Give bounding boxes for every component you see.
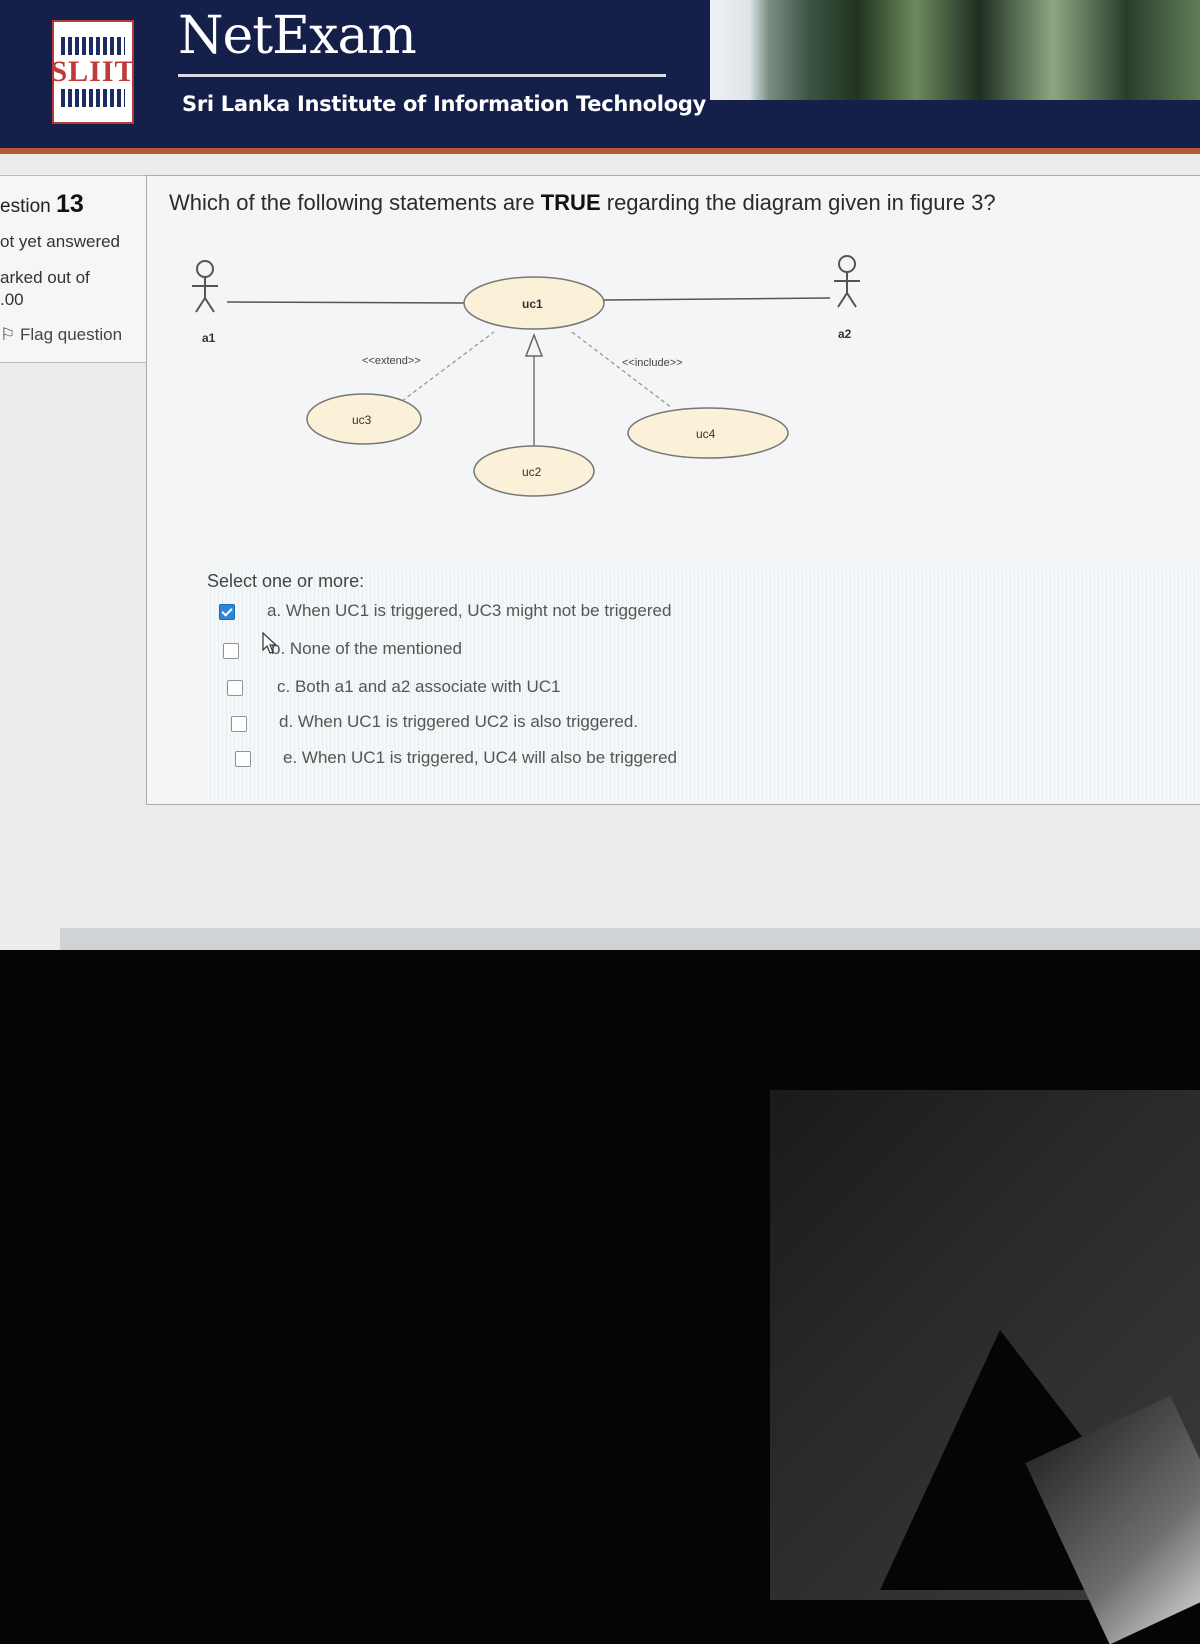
actor-a2-icon (834, 255, 860, 308)
app-name: NetExam (178, 6, 417, 66)
question-text-pre: Which of the following statements are (169, 190, 541, 215)
answer-area: Select one or more: a. When UC1 is trigg… (207, 571, 1200, 804)
option-b-label[interactable]: b. None of the mentioned (271, 639, 462, 658)
question-info-panel: estion 13 ot yet answered arked out of .… (0, 175, 153, 363)
extend-label: <<extend>> (362, 355, 421, 367)
flag-question-label: Flag question (19, 325, 123, 344)
usecase-uc3-label: uc3 (352, 413, 372, 427)
site-header: SLIIT NetExam Sri Lanka Institute of Inf… (0, 0, 1200, 148)
usecase-uc1-label: uc1 (522, 297, 543, 311)
option-e-label[interactable]: e. When UC1 is triggered, UC4 will also … (283, 748, 678, 767)
option-e-checkbox[interactable] (235, 751, 251, 767)
question-text-post: regarding the diagram given in figure 3? (600, 190, 996, 215)
usecase-uc4 (627, 407, 789, 459)
actor-a2-label: a2 (838, 327, 852, 341)
marked-out-of-label: arked out of (0, 268, 90, 287)
header-banner-image (710, 0, 1200, 100)
answer-status: ot yet answered (0, 232, 121, 251)
institute-name: Sri Lanka Institute of Information Techn… (182, 92, 706, 116)
monitor-screen: SLIIT NetExam Sri Lanka Institute of Inf… (0, 0, 1200, 950)
actor-a1-icon (192, 260, 218, 313)
mouse-cursor-icon (262, 632, 278, 654)
flag-icon: ⚐ (0, 325, 16, 344)
usecase-uc1 (463, 276, 605, 330)
logo-grid-icon (61, 37, 125, 55)
flag-question-link[interactable]: ⚐ Flag question (0, 325, 122, 345)
option-d-checkbox[interactable] (231, 716, 247, 732)
usecase-uc2 (473, 445, 595, 497)
option-c-label[interactable]: c. Both a1 and a2 associate with UC1 (277, 677, 561, 696)
question-number: 13 (55, 190, 84, 218)
sliit-logo: SLIIT (50, 20, 136, 124)
logo-grid-icon-bottom (61, 89, 125, 107)
usecase-uc3 (306, 393, 422, 445)
logo-text: SLIIT (50, 55, 136, 88)
question-text: Which of the following statements are TR… (169, 190, 996, 216)
question-label: estion 13 (0, 190, 84, 219)
usecase-uc4-label: uc4 (696, 427, 716, 441)
brand-divider (178, 74, 666, 77)
select-instruction: Select one or more: (207, 571, 365, 591)
option-b-checkbox[interactable] (223, 643, 239, 659)
include-line (571, 331, 673, 409)
question-text-emph: TRUE (540, 190, 601, 215)
association-uc1-a2 (603, 297, 831, 301)
option-a-checkbox[interactable] (219, 604, 235, 620)
option-c-checkbox[interactable] (227, 680, 243, 696)
header-accent-bar (0, 148, 1200, 154)
association-a1-uc1 (226, 301, 465, 304)
usecase-uc2-label: uc2 (522, 465, 542, 479)
generalization-arrowhead (524, 332, 544, 357)
screen-bottom-edge (60, 928, 1200, 950)
include-label: <<include>> (622, 357, 683, 369)
option-a-label[interactable]: a. When UC1 is triggered, UC3 might not … (267, 601, 672, 620)
extend-line (401, 331, 495, 402)
actor-a1-label: a1 (202, 331, 216, 345)
option-d-label[interactable]: d. When UC1 is triggered UC2 is also tri… (279, 712, 639, 731)
question-content: Which of the following statements are TR… (146, 175, 1200, 805)
question-prefix: estion (0, 196, 51, 217)
marks-value: .00 (0, 290, 24, 309)
use-case-diagram: a1 a2 <<extend>> <<include>> uc1 uc3 (192, 255, 860, 497)
